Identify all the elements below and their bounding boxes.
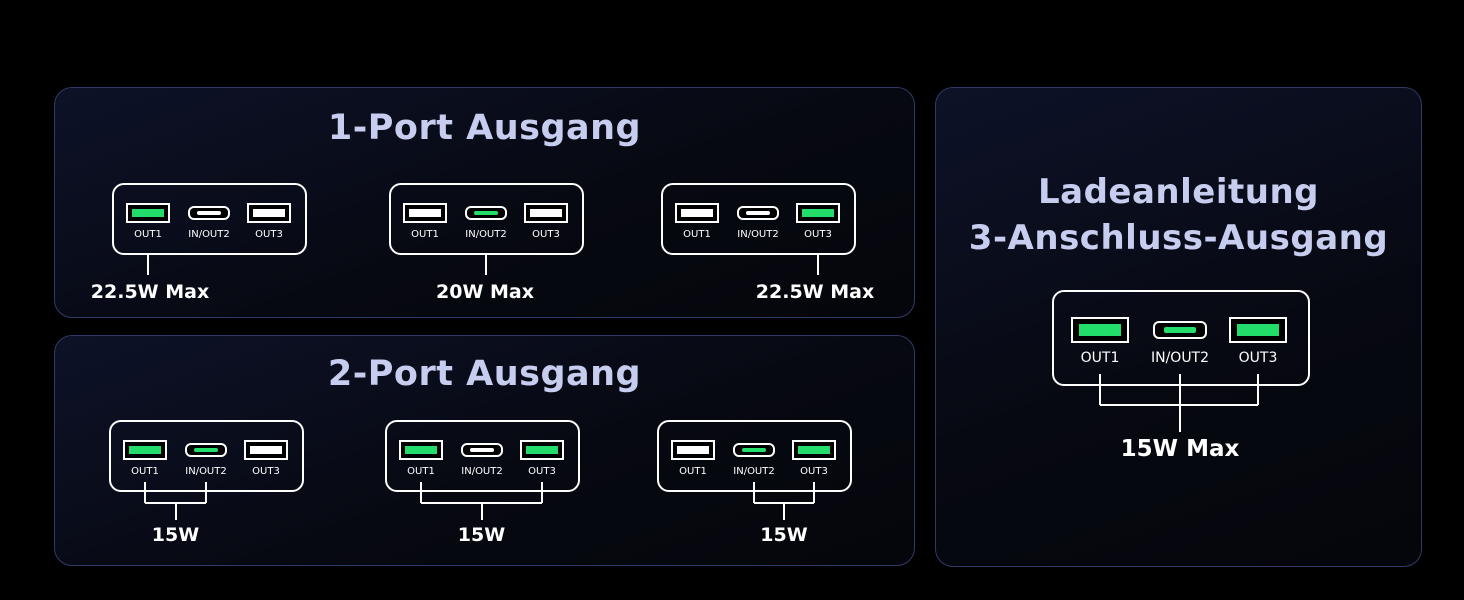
p3-port-out1-usba-active [1071, 317, 1129, 343]
panel-one-port: 1-Port Ausgang [54, 87, 915, 318]
p1-d2-port-out1-contact [409, 209, 441, 217]
p2-d3-label-inout2: IN/OUT2 [733, 466, 775, 477]
p1-d1-value: 22.5W Max [90, 281, 210, 303]
p1-d1-label-out3: OUT3 [255, 229, 283, 240]
p1-d3-leader-line [817, 255, 819, 275]
p1-d1-label-out1: OUT1 [134, 229, 162, 240]
p2-d3-port-inout2-usbc-active [733, 443, 775, 457]
p2-d1-label-inout2: IN/OUT2 [185, 466, 227, 477]
p1-d3-label-inout2: IN/OUT2 [737, 229, 779, 240]
p2-d3-port-out1-contact [677, 446, 709, 454]
p1-d1-port-inout2-usbc-idle [188, 206, 230, 220]
p2-d3-label-out3: OUT3 [800, 466, 828, 477]
p2-d2-label-inout2: IN/OUT2 [461, 466, 503, 477]
p2-d3-stem-line [783, 503, 785, 520]
p1-d2-port-inout2-usbc-active [465, 206, 507, 220]
p2-d3-drop-line [813, 482, 815, 503]
p1-d2-label-out3: OUT3 [532, 229, 560, 240]
p2-d3-label-out1: OUT1 [679, 466, 707, 477]
p2-d1-port-out3-usba-idle [244, 440, 288, 460]
p2-d1-drop-line [144, 482, 146, 503]
panel-one-title: 1-Port Ausgang [327, 108, 642, 148]
p2-d3-value: 15W [760, 524, 808, 546]
p2-d2-port-out3-contact [526, 446, 558, 454]
p1-d2-label-inout2: IN/OUT2 [465, 229, 507, 240]
p1-d1-port-out3-contact [253, 209, 285, 217]
p2-d1-value: 15W [151, 524, 200, 546]
p1-d1-leader-line [147, 255, 149, 275]
p2-d2-powerbank [385, 420, 580, 492]
p2-d3-port-out3-usba-active [792, 440, 836, 460]
p1-d3-label-out3: OUT3 [804, 229, 832, 240]
p2-d3-port-out1-usba-idle [671, 440, 715, 460]
p3-port-out1-contact [1078, 324, 1122, 336]
panel-three-title-line2: 3-Anschluss-Ausgang [968, 218, 1389, 258]
p2-d2-port-inout2-contact [470, 448, 494, 452]
p3-port-inout2-contact [1163, 326, 1197, 334]
p3-label-out1: OUT1 [1080, 350, 1120, 366]
p3-drop-line [1257, 374, 1259, 405]
p2-d1-port-out3-contact [250, 446, 282, 454]
p2-d2-label-out1: OUT1 [407, 466, 435, 477]
p1-d2-powerbank [389, 183, 584, 255]
p1-d1-port-out3-usba-idle [247, 203, 291, 223]
p2-d1-stem-line [174, 503, 177, 520]
p3-value: 15W Max [1120, 436, 1240, 462]
p3-port-out3-usba-active [1229, 317, 1287, 343]
p2-d2-stem-line [480, 503, 483, 520]
p3-label-inout2: IN/OUT2 [1150, 350, 1210, 366]
p2-d3-port-inout2-contact [742, 448, 766, 452]
p1-d2-port-out1-usba-idle [403, 203, 447, 223]
p2-d3-port-out3-contact [798, 446, 830, 454]
p1-d1-port-out1-contact [132, 209, 164, 217]
p2-d1-port-inout2-usbc-active [185, 443, 227, 457]
p3-port-out3-contact [1236, 324, 1280, 336]
p2-d2-label-out3: OUT3 [528, 466, 556, 477]
p2-d1-drop-line [205, 482, 207, 503]
p3-port-inout2-usbc-active [1152, 320, 1208, 340]
p1-d3-port-inout2-usbc-idle [737, 206, 779, 220]
p1-d3-port-out1-usba-idle [675, 203, 719, 223]
p1-d1-port-out1-usba-active [126, 203, 170, 223]
p2-d1-port-out1-usba-active [123, 440, 167, 460]
p2-d1-port-out1-contact [129, 446, 161, 454]
p1-d2-port-out3-usba-idle [524, 203, 568, 223]
p1-d2-port-inout2-contact [474, 211, 498, 215]
p1-d1-label-inout2: IN/OUT2 [188, 229, 230, 240]
p2-d2-port-inout2-usbc-idle [461, 443, 503, 457]
p2-d2-port-out1-usba-active [399, 440, 443, 460]
panel-two-title: 2-Port Ausgang [327, 354, 642, 394]
p3-drop-line [1099, 374, 1101, 405]
p2-d1-label-out1: OUT1 [131, 466, 159, 477]
p2-d1-port-inout2-contact [194, 448, 218, 452]
p2-d2-value: 15W [457, 524, 506, 546]
p2-d2-port-out3-usba-active [520, 440, 564, 460]
p2-d2-drop-line [420, 482, 422, 503]
p1-d3-value: 22.5W Max [755, 281, 875, 303]
p1-d3-port-out3-contact [802, 209, 834, 217]
p1-d3-label-out1: OUT1 [683, 229, 711, 240]
p2-d3-drop-line [753, 482, 755, 503]
p1-d1-port-inout2-contact [197, 211, 221, 215]
p2-d2-drop-line [541, 482, 543, 503]
p1-d3-powerbank [661, 183, 856, 255]
p3-stem-line [1179, 405, 1181, 432]
p3-label-out3: OUT3 [1238, 350, 1278, 366]
p1-d3-port-inout2-contact [746, 211, 770, 215]
p1-d2-port-out3-contact [530, 209, 562, 217]
p1-d2-value: 20W Max [436, 281, 534, 303]
p1-d2-leader-line [485, 255, 487, 275]
p2-d2-port-out1-contact [405, 446, 437, 454]
p1-d2-label-out1: OUT1 [411, 229, 439, 240]
p1-d1-powerbank [112, 183, 307, 255]
p3-powerbank [1052, 290, 1310, 386]
p1-d3-port-out1-contact [681, 209, 713, 217]
p3-drop-line [1179, 374, 1181, 405]
p1-d3-port-out3-usba-active [796, 203, 840, 223]
p2-d1-label-out3: OUT3 [252, 466, 280, 477]
panel-three-title-line1: Ladeanleitung [1037, 172, 1320, 212]
